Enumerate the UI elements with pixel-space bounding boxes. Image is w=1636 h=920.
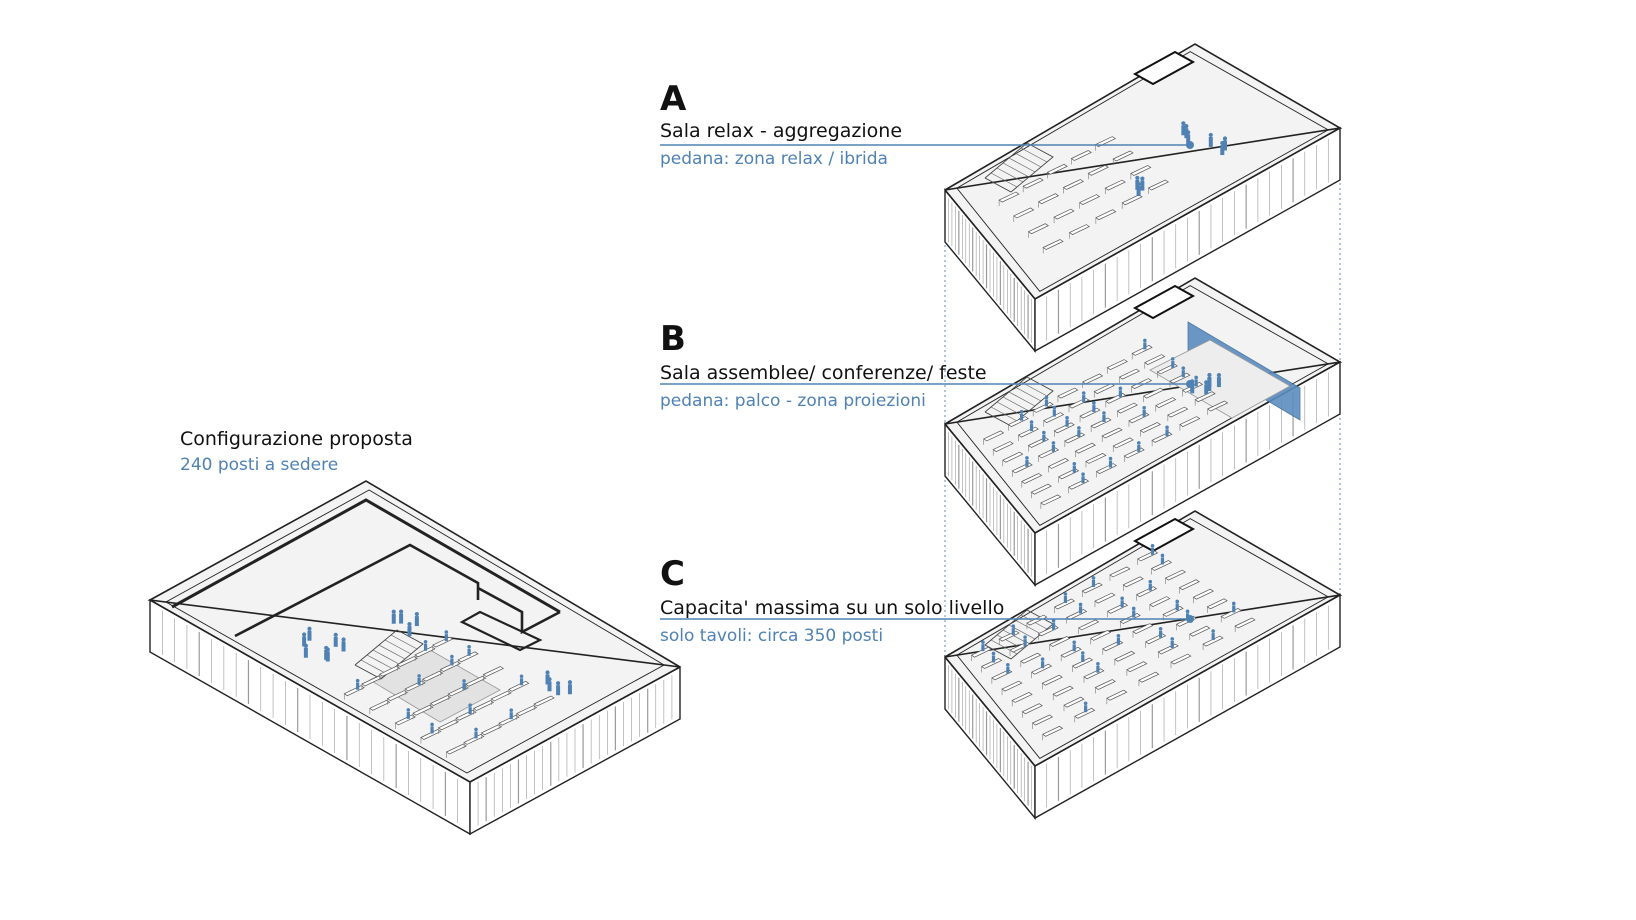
config-c-model-building-front-edge — [944, 594, 1341, 768]
proposal-building-parapet — [164, 489, 666, 774]
config-c-title: Capacita' massima su un solo livello — [660, 597, 1005, 619]
config-b-letter: B — [660, 319, 686, 359]
config-b-model-building-parapet — [956, 285, 1330, 526]
config-c-model-building-parapet — [956, 518, 1330, 759]
proposal-subtitle: 240 posti a sedere — [180, 455, 339, 475]
config-b-model-building-floor — [945, 278, 1340, 533]
config-c-letter: C — [660, 554, 685, 594]
config-c-model-skylight — [1132, 517, 1196, 553]
proposal-stair — [354, 629, 424, 680]
proposal-model — [147, 480, 681, 836]
config-b-model-building-top-edge — [944, 277, 1343, 425]
config-a-subtitle: pedana: zona relax / ibrida — [660, 149, 888, 169]
config-b-model-building-front-edge — [944, 361, 1341, 535]
config-b-model-skylight — [1132, 284, 1196, 320]
config-b-model-stair — [984, 376, 1054, 427]
config-a-model-building-top-edge — [944, 43, 1343, 191]
config-a-title: Sala relax - aggregazione — [660, 120, 903, 142]
config-a-model-building-parapet — [956, 51, 1330, 292]
config-a-model — [944, 43, 1343, 353]
config-c-model-building-floor — [945, 511, 1340, 766]
config-b-title: Sala assemblee/ conferenze/ feste — [660, 362, 987, 384]
proposal-room-grid — [459, 610, 543, 652]
proposal-service-rooms — [477, 586, 561, 635]
config-c-model — [944, 510, 1343, 820]
proposal-building-front-edge — [149, 599, 681, 783]
config-a-model-skylight — [1132, 50, 1196, 86]
proposal-heavy-wall — [171, 498, 561, 614]
config-a-model-building-front-edge — [944, 127, 1341, 301]
leader-b-dot — [1186, 380, 1194, 388]
proposal-inner-wall — [234, 543, 480, 638]
proposal-building-floor — [150, 481, 680, 782]
config-a-letter: A — [660, 79, 687, 119]
leader-a-dot — [1186, 141, 1194, 149]
proposal-title: Configurazione proposta — [180, 428, 413, 450]
config-c-subtitle: solo tavoli: circa 350 posti — [660, 626, 884, 646]
config-a-model-stair — [984, 142, 1054, 193]
config-b-subtitle: pedana: palco - zona proiezioni — [660, 391, 926, 411]
config-c-model-building-top-edge — [944, 510, 1343, 658]
leader-c-dot — [1186, 615, 1194, 623]
proposal-building-top-edge — [147, 480, 681, 668]
config-b-model — [944, 277, 1343, 587]
